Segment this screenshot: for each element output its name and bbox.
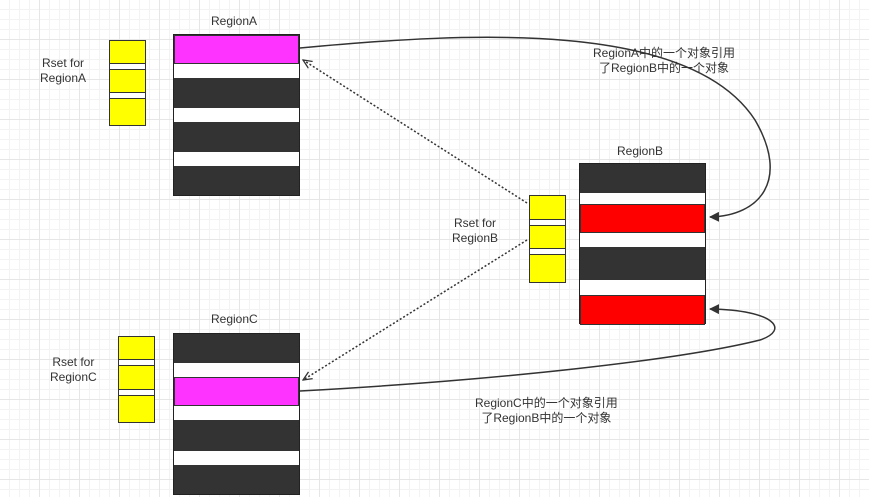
region-a-title: RegionA [211, 14, 258, 28]
ref-arrow-c-to-b [299, 304, 776, 392]
region-c-free-slot [174, 451, 299, 465]
rset-b-pointer-to-region-a [303, 60, 528, 204]
region-b-free-slot [580, 233, 705, 247]
ref-arrow-a-to-b [299, 36, 771, 222]
region-c-referencing-object [174, 377, 299, 406]
region-c-free-slot [174, 363, 299, 377]
region-b-free-slot [580, 280, 705, 295]
rset-c-entry [118, 336, 155, 360]
rset-a [109, 40, 146, 126]
region-a-referencing-object [174, 35, 299, 64]
region-a [173, 34, 300, 196]
rset-c [118, 336, 155, 423]
rset-b-pointer-to-region-c [303, 239, 528, 380]
region-b-title: RegionB [617, 144, 664, 158]
rset-a-entry [109, 40, 146, 64]
region-b-referenced-object [580, 295, 705, 325]
rset-b-entry [529, 225, 566, 249]
region-b [579, 163, 706, 325]
rset-c-entry [118, 395, 155, 423]
region-c-free-slot [174, 406, 299, 420]
annotation-a-references-b: RegionA中的一个对象引用了RegionB中的一个对象 [593, 46, 736, 75]
rset-b-entry [529, 195, 566, 220]
rset-b [529, 195, 566, 283]
rset-b-entry [529, 254, 566, 283]
region-a-free-slot [174, 108, 299, 122]
region-b-referenced-object [580, 204, 705, 233]
region-a-free-slot [174, 152, 299, 166]
region-c-title: RegionC [211, 312, 258, 326]
rset-a-entry [109, 69, 146, 93]
region-a-free-slot [174, 64, 299, 78]
rset-a-entry [109, 98, 146, 126]
region-b-free-slot [580, 193, 705, 204]
rset-c-entry [118, 365, 155, 390]
annotation-c-references-b: RegionC中的一个对象引用了RegionB中的一个对象 [475, 396, 618, 425]
region-c [173, 333, 300, 495]
